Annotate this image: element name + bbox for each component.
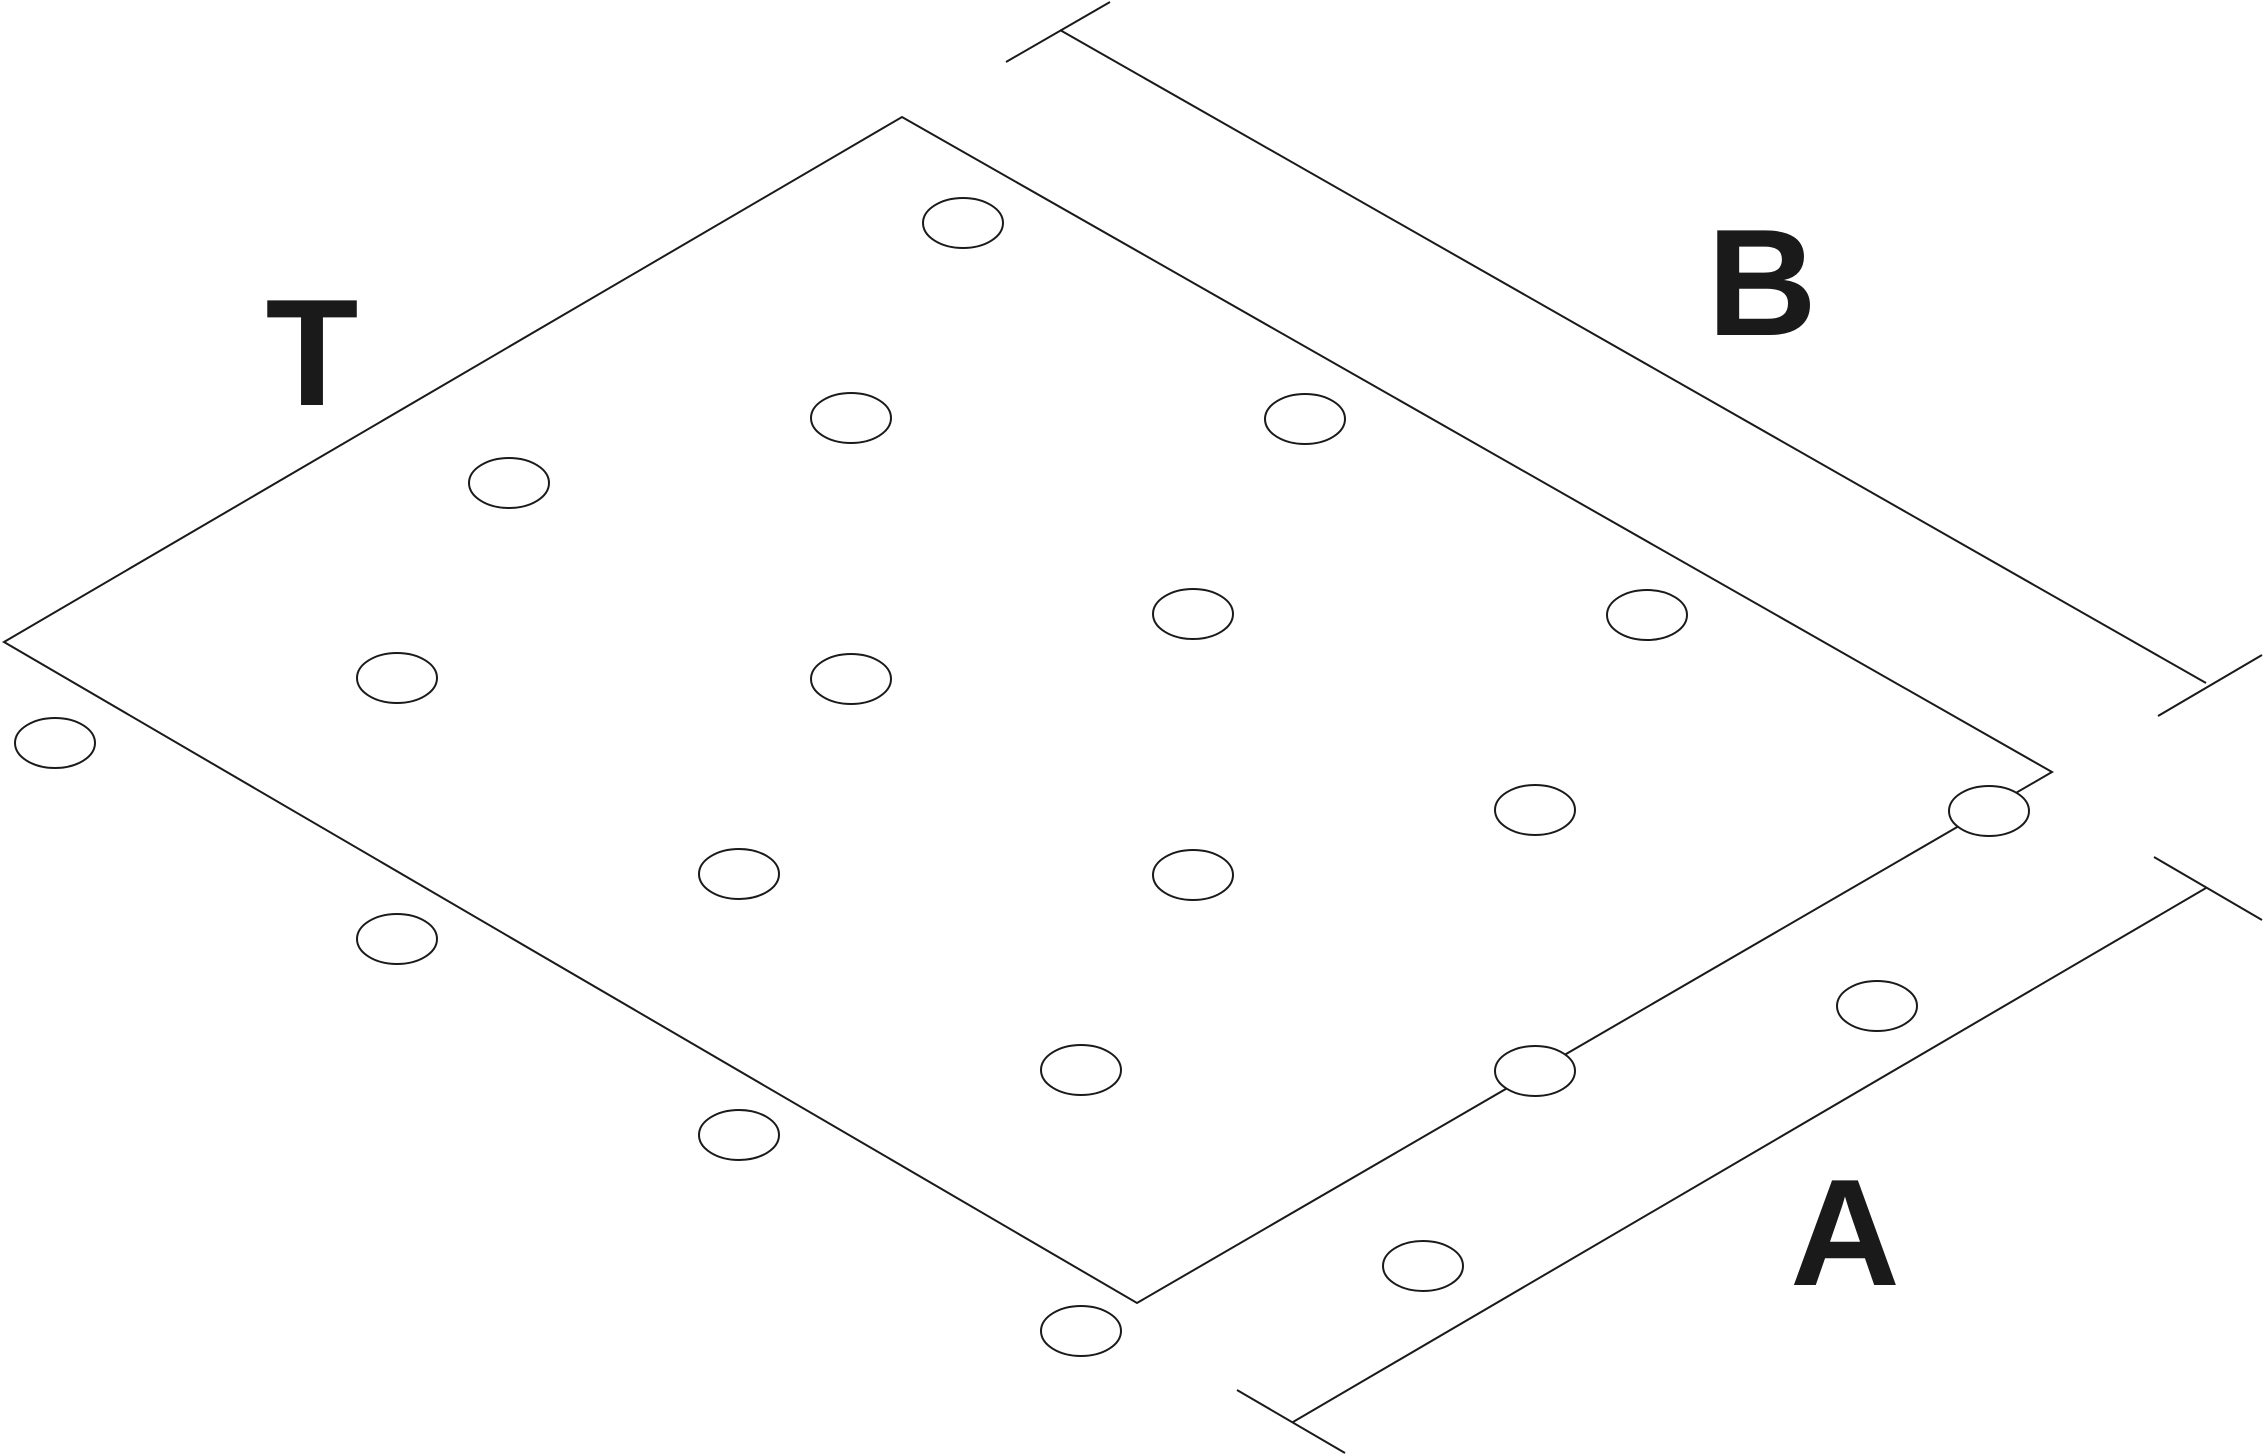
plate-hole [1264, 393, 1346, 445]
plate-hole [1494, 784, 1576, 836]
plate-hole [1152, 849, 1234, 901]
hole-group [14, 197, 2030, 1357]
plate-hole [468, 457, 550, 509]
dimension-b-tick-start [1005, 1, 1111, 63]
plate-hole [1040, 1044, 1122, 1096]
plate-hole [1606, 589, 1688, 641]
plate-hole [356, 913, 438, 965]
plate-hole [1382, 1240, 1464, 1292]
plate-hole [698, 848, 780, 900]
plate-hole [698, 1109, 780, 1161]
plate-hole [922, 197, 1004, 249]
plate-hole [1948, 785, 2030, 837]
dimension-a-tick-end [1236, 1389, 1346, 1454]
plate-hole [356, 652, 438, 704]
plate-hole [810, 653, 892, 705]
dimension-a [1236, 856, 2263, 1454]
dimension-b-line [1059, 29, 2207, 684]
dimension-b-tick-end [2157, 654, 2263, 717]
dimension-a-tick-start [2153, 856, 2263, 921]
label-a: A [1790, 1148, 1900, 1318]
label-t: T [266, 268, 359, 438]
plate-hole [810, 392, 892, 444]
plate-hole [14, 717, 96, 769]
plate-hole [1836, 980, 1918, 1032]
plate-hole [1494, 1045, 1576, 1097]
plate-outline [2, 115, 2055, 1305]
dimension-b [1005, 1, 2263, 717]
label-b: B [1707, 198, 1817, 368]
plate-hole [1152, 588, 1234, 640]
plate-hole [1040, 1305, 1122, 1357]
dimension-a-line [1292, 887, 2207, 1423]
